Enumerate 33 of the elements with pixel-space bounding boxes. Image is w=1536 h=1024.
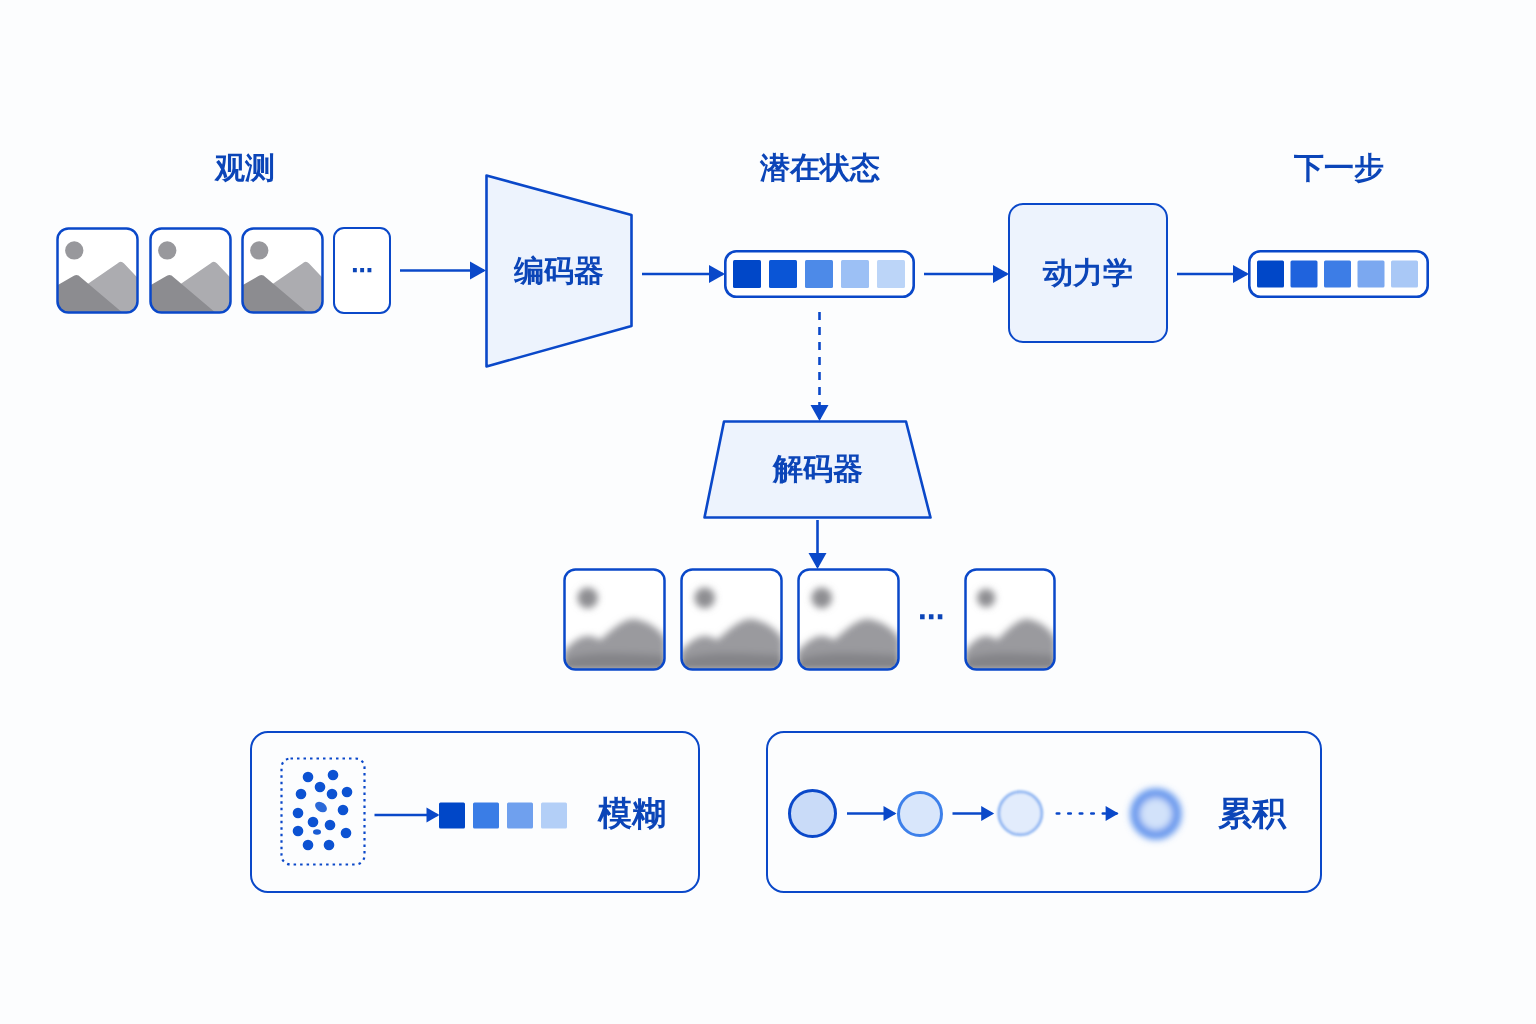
dashed-arrow <box>1055 806 1119 821</box>
process-box: 动力学 <box>1008 203 1168 343</box>
dashed-arrow <box>810 312 829 421</box>
blurred-image-frame <box>563 568 666 671</box>
heading: 下一步 <box>1293 150 1384 186</box>
image-frame <box>241 227 324 314</box>
image-frame <box>149 227 232 314</box>
arrow <box>808 520 827 569</box>
arrow <box>1177 265 1249 283</box>
blurred-image-frame <box>797 568 900 671</box>
square-row <box>438 801 568 829</box>
encoder-trapezoid: 编码器 <box>485 174 633 368</box>
panel <box>766 731 1322 893</box>
arrow <box>400 261 486 280</box>
arrow <box>924 265 1009 283</box>
arrow <box>374 807 440 823</box>
panel <box>250 731 700 893</box>
arrow <box>952 806 995 821</box>
panel-label: 累积 <box>1217 792 1286 833</box>
panel-label: 模糊 <box>597 792 666 833</box>
ellipsis: ⋯ <box>918 601 944 633</box>
circle <box>895 789 944 838</box>
scattered-dots-box <box>279 756 366 866</box>
circle <box>787 788 838 839</box>
decoder-trapezoid: 解码器 <box>703 420 932 519</box>
heading: 观测 <box>215 150 275 186</box>
arrow <box>847 806 897 821</box>
image-frame <box>56 227 139 314</box>
ellipsis-box: ⋯ <box>333 227 391 314</box>
blurred-image-frame <box>964 568 1056 671</box>
heading: 潜在状态 <box>759 150 880 186</box>
arrow <box>642 265 725 283</box>
blurred-image-frame <box>680 568 783 671</box>
